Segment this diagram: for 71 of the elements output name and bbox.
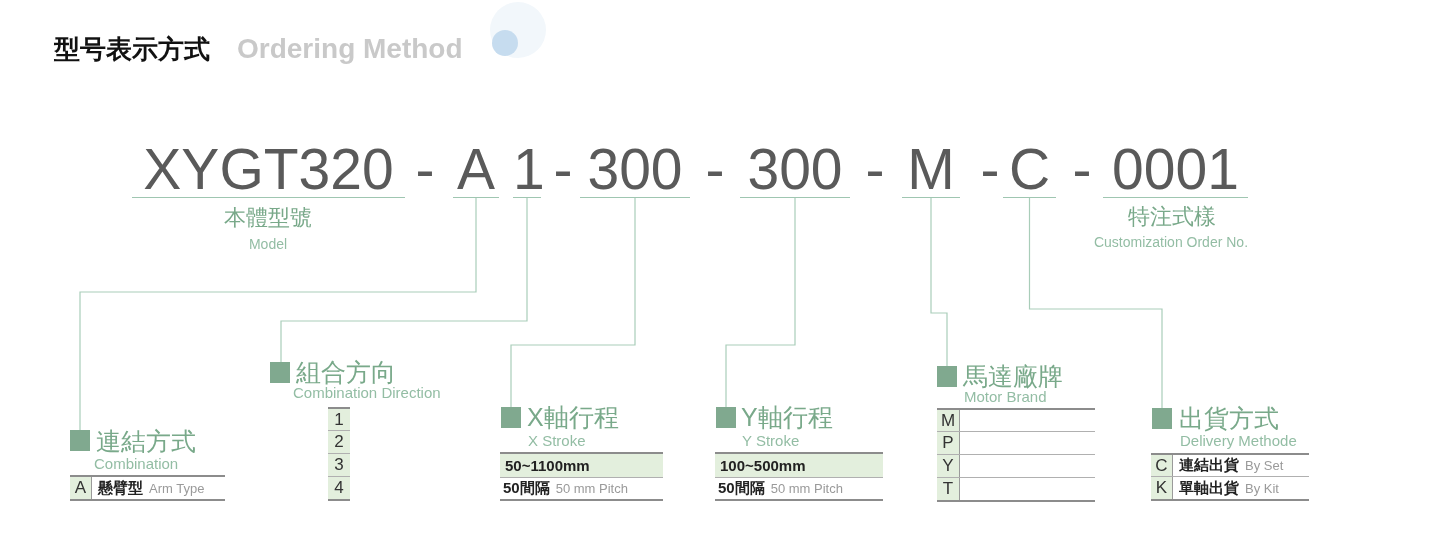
option-english: Arm Type (149, 480, 205, 496)
code-segment: M (902, 141, 960, 198)
option-name: 單軸出貨 (1179, 478, 1239, 498)
stroke-range: 50~1100mm (505, 457, 590, 474)
separator-dash: - (553, 141, 573, 197)
separator-dash: - (415, 141, 435, 197)
group-heading: Y軸行程 (741, 405, 833, 430)
segment-caption-english: Customization Order No. (1093, 233, 1249, 251)
table-row (500, 452, 663, 478)
code-segment: C (1003, 141, 1056, 198)
code-segment: 1 (513, 141, 541, 198)
separator-dash: - (705, 141, 725, 197)
page-title: 型号表示方式 (54, 34, 210, 64)
table-row (937, 478, 1095, 502)
option-english: By Kit (1245, 480, 1279, 496)
segment-caption-english: Model (248, 235, 288, 253)
option-english: 50 mm Pitch (770, 481, 843, 496)
option-code: M (937, 410, 960, 431)
code-segment: A (453, 141, 499, 198)
table-row (715, 478, 883, 501)
table-row (1151, 453, 1309, 477)
option-name: 懸臂型 (98, 478, 143, 498)
option-name: 連結出貨 (1179, 456, 1239, 475)
option-code: T (937, 478, 960, 500)
table-row (937, 408, 1095, 432)
leader-line (930, 197, 948, 367)
option-code: 3 (328, 454, 350, 477)
option-code: 2 (328, 431, 350, 454)
option-english: 50 mm Pitch (555, 481, 628, 496)
group-subheading: X Stroke (528, 432, 586, 449)
group-subheading: Combination (94, 455, 179, 472)
table-row (500, 478, 663, 501)
option-code: Y (937, 455, 960, 477)
group-heading: X軸行程 (527, 405, 619, 430)
option-code: K (1151, 477, 1173, 499)
separator-dash: - (980, 141, 1000, 197)
leader-line (1028, 197, 1163, 409)
group-heading: 組合方向 (296, 360, 396, 385)
option-english: By Set (1245, 458, 1284, 473)
leader-line (79, 197, 477, 431)
leader-line (510, 197, 636, 408)
group-heading: 出貨方式 (1179, 406, 1279, 431)
option-code: P (937, 432, 960, 454)
leader-line (725, 197, 796, 408)
stroke-range: 100~500mm (720, 457, 806, 474)
table-row (937, 455, 1095, 478)
option-code: A (70, 477, 92, 499)
group-heading: 連結方式 (96, 429, 196, 454)
separator-dash: - (1072, 141, 1092, 197)
code-segment: XYGT320 (132, 141, 405, 198)
segment-caption: 本體型號 (224, 205, 312, 231)
table-row (937, 432, 1095, 455)
option-code: 1 (328, 407, 350, 431)
option-code: C (1151, 455, 1173, 476)
option-name: 50間隔 (718, 479, 765, 498)
table-row (1151, 477, 1309, 501)
group-subheading: Combination Direction (293, 384, 441, 401)
option-name: 50間隔 (503, 479, 550, 498)
table-row (715, 452, 883, 478)
option-code: 4 (328, 477, 350, 501)
code-segment: 300 (580, 141, 690, 198)
code-segment: 300 (740, 141, 850, 198)
segment-caption: 特注式樣 (1128, 204, 1216, 230)
separator-dash: - (865, 141, 885, 197)
group-subheading: Motor Brand (964, 388, 1047, 405)
code-segment: 0001 (1103, 141, 1248, 198)
leader-line (280, 197, 528, 363)
group-subheading: Y Stroke (742, 432, 800, 449)
group-subheading: Delivery Methode (1180, 432, 1297, 449)
table-row (70, 475, 225, 501)
group-heading: 馬達廠牌 (963, 364, 1063, 389)
